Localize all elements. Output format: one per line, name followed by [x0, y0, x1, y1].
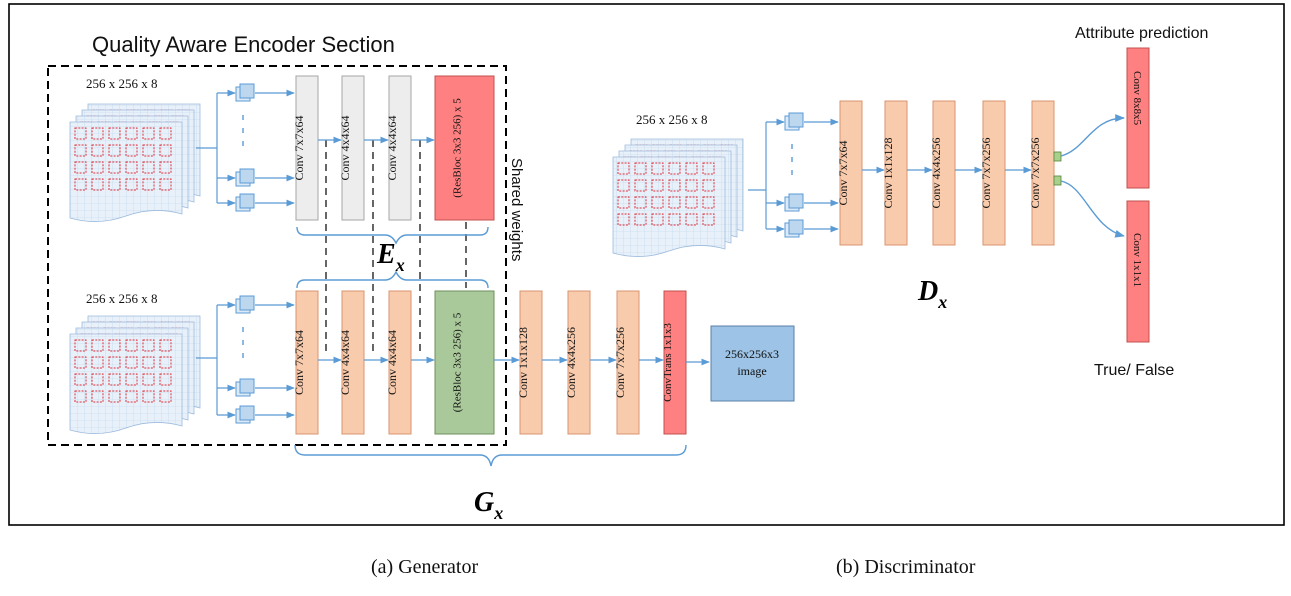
disc-layer-3-label: Conv 4x4x256	[929, 137, 943, 208]
encoder-section-title: Quality Aware Encoder Section	[92, 32, 395, 57]
generator-row: Conv 7x7x64 Conv 4x4x64 Conv 4x4x64 (ResBlo…	[292, 290, 687, 435]
generator-layer-3-label: Conv 4x4x64	[385, 330, 399, 395]
generator-layer-3: Conv 4x4x64	[385, 290, 412, 435]
output-line1: 256x256x3	[725, 347, 779, 361]
generator-layer-2-label: Conv 4x4x64	[338, 330, 352, 395]
generator-layer-8-label: ConvTrans 1x1x3	[662, 323, 674, 402]
disc-layer-5-label: Conv 7x7x256	[1028, 137, 1042, 208]
disc-layer-3: Conv 4x4x256	[929, 100, 956, 246]
generator-layer-4-label: (ResBloc 3x3 256) x 5	[452, 312, 464, 412]
output-line2: image	[737, 364, 766, 378]
encoder-layer-3: Conv 4x4x64	[385, 75, 412, 221]
encoder-layer-2-label: Conv 4x4x64	[338, 115, 352, 180]
disc-layer-2: Conv 1x1x128	[881, 100, 908, 246]
channel-split-bottom	[196, 295, 295, 424]
disc-layer-1: Conv 7x7x64	[836, 100, 863, 246]
attr-conv-box: Conv 8x8x5	[1126, 47, 1150, 189]
shared-weights-label: Shared weights	[508, 158, 525, 261]
caption-generator: (a) Generator	[371, 556, 479, 578]
generator-layer-6-label: Conv 4x4x256	[564, 327, 578, 398]
input-bottom-label: 256 x 256 x 8	[86, 291, 158, 306]
channel-split-disc	[748, 112, 839, 238]
generator-layer-6: Conv 4x4x256	[564, 290, 591, 435]
dx-label: Dx	[917, 276, 947, 312]
ex-brace-lower	[296, 270, 489, 289]
outer-frame	[8, 3, 1285, 526]
caption-discriminator: (b) Discriminator	[836, 556, 976, 578]
disc-layer-1-label: Conv 7x7x64	[836, 140, 850, 205]
encoder-row: Conv 7x7x64 Conv 4x4x64 Conv 4x4x64 (ResBlo…	[292, 75, 495, 221]
attr-conv-label: Conv 8x8x5	[1131, 71, 1143, 126]
generator-layer-2: Conv 4x4x64	[338, 290, 365, 435]
attribute-prediction-label: Attribute prediction	[1075, 25, 1208, 42]
encoder-layer-4: (ResBloc 3x3 256) x 5	[434, 75, 495, 221]
gx-brace	[294, 444, 687, 467]
discriminator-row: Conv 7x7x64 Conv 1x1x128 Conv 4x4x256 Conv …	[836, 100, 1055, 246]
disc-layer-4: Conv 7x7x256	[979, 100, 1006, 246]
input-stack-top	[69, 103, 201, 222]
encoder-layer-4-label: (ResBloc 3x3 256) x 5	[452, 98, 464, 198]
input-stack-bottom	[69, 315, 201, 434]
encoder-layer-1: Conv 7x7x64	[292, 75, 319, 221]
disc-layer-5: Conv 7x7x256	[1028, 100, 1055, 246]
encoder-layer-3-label: Conv 4x4x64	[385, 115, 399, 180]
input-top-label: 256 x 256 x 8	[86, 76, 158, 91]
generator-layer-5-label: Conv 1x1x128	[516, 327, 530, 398]
generator-layer-8: ConvTrans 1x1x3	[662, 290, 687, 435]
tf-conv-label: Conv 1x1x1	[1131, 233, 1143, 287]
true-false-label: True/ False	[1094, 362, 1174, 379]
generator-layer-7: Conv 7x7x256	[613, 290, 640, 435]
channel-split-top	[196, 83, 295, 212]
generator-layer-5: Conv 1x1x128	[516, 290, 543, 435]
ex-label: Ex	[376, 239, 405, 275]
shared-weights-links	[325, 140, 467, 355]
generator-layer-1: Conv 7x7x64	[292, 290, 319, 435]
encoder-layer-2: Conv 4x4x64	[338, 75, 365, 221]
input-stack-disc	[612, 138, 744, 257]
gx-label: Gx	[474, 487, 503, 523]
ex-brace	[296, 226, 489, 245]
input-disc-label: 256 x 256 x 8	[636, 112, 708, 127]
encoder-layer-1-label: Conv 7x7x64	[292, 115, 306, 180]
tf-conv-box: Conv 1x1x1	[1126, 200, 1150, 343]
generator-layer-7-label: Conv 7x7x256	[613, 327, 627, 398]
generator-layer-1-label: Conv 7x7x64	[292, 330, 306, 395]
disc-layer-2-label: Conv 1x1x128	[881, 137, 895, 208]
encoder-section-box	[47, 65, 507, 446]
output-image-box: 256x256x3 image	[710, 325, 795, 402]
disc-layer-4-label: Conv 7x7x256	[979, 137, 993, 208]
generator-layer-4: (ResBloc 3x3 256) x 5	[434, 290, 495, 435]
